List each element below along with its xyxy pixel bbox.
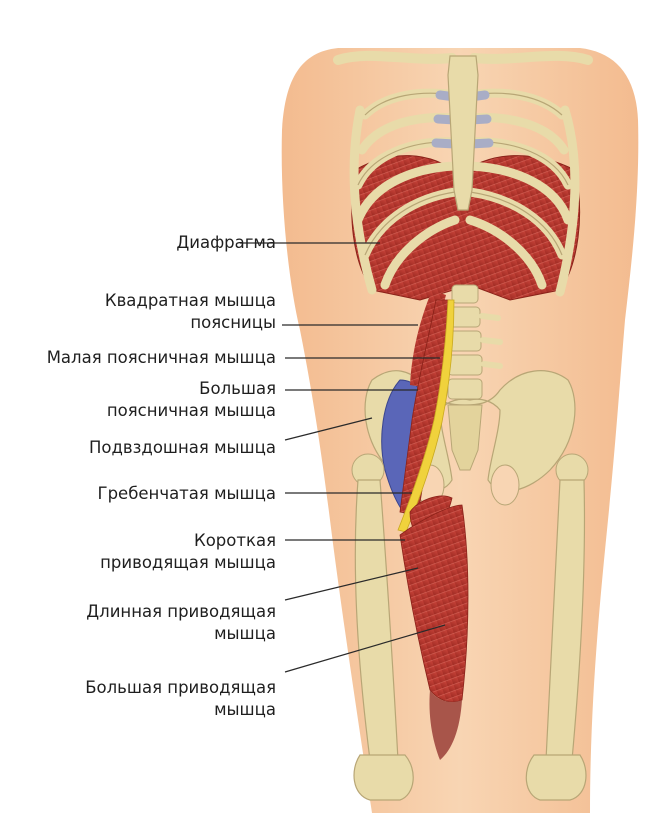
label-diaphragm-text: Диафрагма	[176, 232, 276, 254]
obturator-foramen-right	[491, 465, 519, 505]
label-adductor-longus-line1: Длинная приводящая	[86, 601, 276, 623]
label-iliacus: Подвздошная мышца	[89, 437, 276, 459]
label-quadratus-lumborum-line1: Квадратная мышца	[105, 290, 276, 312]
label-adductor-brevis-line2: приводящая мышца	[100, 552, 276, 574]
label-pectineus-text: Гребенчатая мышца	[98, 483, 276, 505]
label-adductor-brevis-line1: Короткая	[100, 530, 276, 552]
label-adductor-magnus-line2: мышца	[85, 699, 276, 721]
label-psoas-major-line1: Большая	[107, 378, 276, 400]
label-quadratus-lumborum: Квадратная мышца поясницы	[105, 290, 276, 334]
label-adductor-longus-line2: мышца	[86, 623, 276, 645]
label-adductor-brevis: Короткая приводящая мышца	[100, 530, 276, 574]
label-pectineus: Гребенчатая мышца	[98, 483, 276, 505]
label-psoas-major-line2: поясничная мышца	[107, 400, 276, 422]
label-iliacus-text: Подвздошная мышца	[89, 437, 276, 459]
label-diaphragm: Диафрагма	[176, 232, 276, 254]
label-adductor-magnus: Большая приводящая мышца	[85, 677, 276, 721]
label-psoas-minor: Малая поясничная мышца	[47, 347, 276, 369]
label-psoas-minor-text: Малая поясничная мышца	[47, 347, 276, 369]
label-adductor-magnus-line1: Большая приводящая	[85, 677, 276, 699]
label-psoas-major: Большая поясничная мышца	[107, 378, 276, 422]
label-adductor-longus: Длинная приводящая мышца	[86, 601, 276, 645]
label-quadratus-lumborum-line2: поясницы	[105, 312, 276, 334]
